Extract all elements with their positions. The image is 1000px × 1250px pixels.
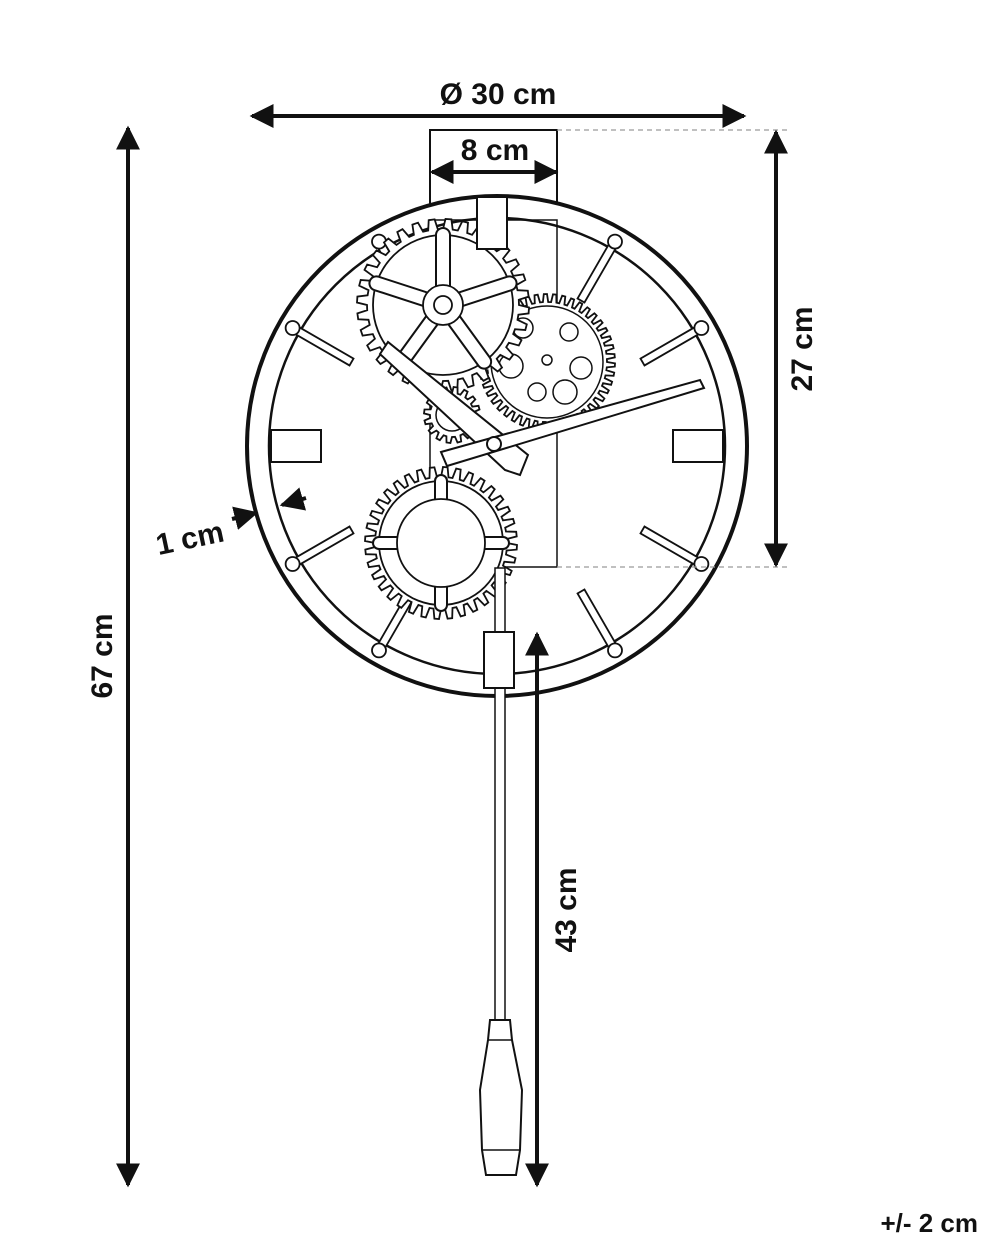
gear-bottom <box>364 466 518 620</box>
marker-12 <box>476 196 508 250</box>
hour-marker <box>672 429 724 463</box>
clock-hands <box>378 340 706 477</box>
tolerance-label: +/- 2 cm <box>880 1208 978 1238</box>
pendulum <box>478 567 524 1176</box>
dimension-arrows <box>116 104 788 1188</box>
bracket-width-label: 8 cm <box>461 134 529 167</box>
bracket-height-label: 27 cm <box>786 306 819 391</box>
clock-gears <box>356 218 616 620</box>
rim-inner-arrow <box>279 487 307 511</box>
hour-marker <box>639 525 710 572</box>
gear-top-left <box>356 218 530 392</box>
hour-marker <box>576 233 623 304</box>
hour-marker <box>639 320 710 367</box>
hour-marker <box>284 320 355 367</box>
hour-marker <box>270 429 322 463</box>
pendulum-length-label: 43 cm <box>550 867 583 952</box>
total-height-label: 67 cm <box>86 613 119 698</box>
marker-6 <box>483 631 515 689</box>
hour-marker <box>371 588 418 659</box>
hour-marker <box>284 525 355 572</box>
hour-markers <box>270 233 724 659</box>
guide-lines <box>557 129 790 568</box>
rim-thickness-label: 1 cm <box>153 515 227 561</box>
rim-outer-arrow <box>231 506 259 530</box>
hour-marker <box>576 588 623 659</box>
diameter-label: Ø 30 cm <box>440 78 557 111</box>
